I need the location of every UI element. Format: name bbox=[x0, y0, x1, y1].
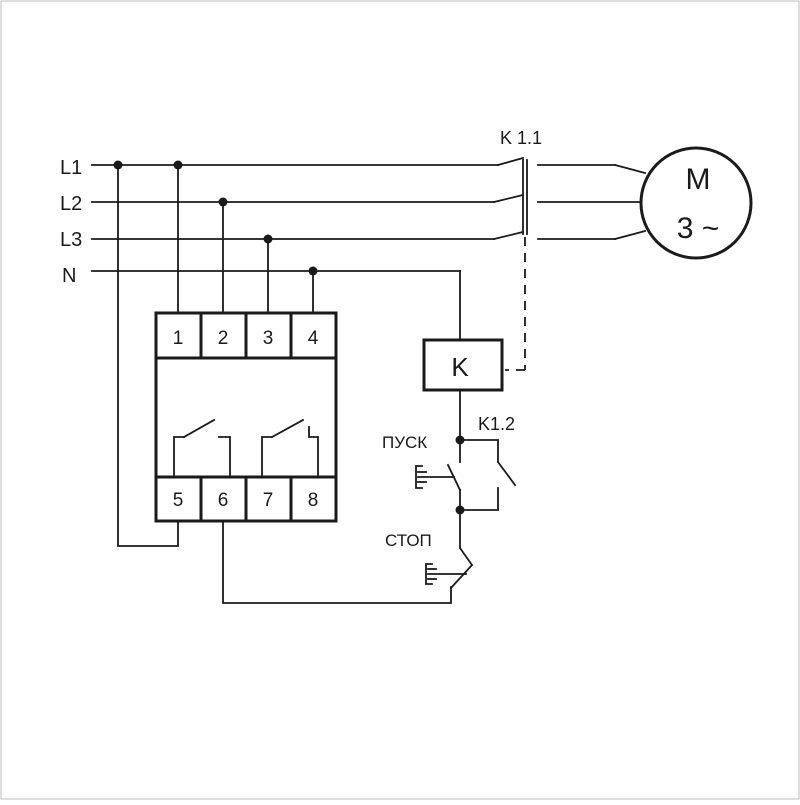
start-button-actuator bbox=[415, 465, 423, 489]
motor-circle bbox=[639, 146, 753, 260]
control-relay: 1 2 3 4 5 6 7 8 bbox=[154, 311, 338, 523]
motor: M 3 ~ bbox=[639, 146, 753, 260]
terminal-8-label: 8 bbox=[308, 490, 319, 511]
contactor-coil: K bbox=[422, 338, 504, 392]
wire-l1-to-terminal-5 bbox=[117, 164, 179, 547]
start-button-label: ПУСК bbox=[382, 433, 427, 452]
coil-box bbox=[422, 338, 504, 392]
line-label-l3: L3 bbox=[60, 229, 82, 251]
internal-contact-7-8 bbox=[261, 436, 273, 478]
stop-button-label: СТОП bbox=[385, 531, 432, 550]
terminal-7-label: 7 bbox=[263, 490, 274, 511]
line-label-l2: L2 bbox=[60, 193, 82, 215]
phase-wires bbox=[91, 164, 499, 341]
terminal-2-label: 2 bbox=[218, 328, 229, 349]
junction-dots bbox=[113, 160, 318, 276]
terminal-6-label: 6 bbox=[218, 490, 229, 511]
main-contacts bbox=[492, 156, 647, 371]
control-circuit bbox=[415, 389, 517, 590]
coil-label: K bbox=[451, 352, 469, 382]
aux-contact-label: K1.2 bbox=[478, 414, 515, 434]
internal-contact-5-6 bbox=[173, 436, 185, 478]
terminal-1-label: 1 bbox=[173, 328, 184, 349]
terminal-4-label: 4 bbox=[308, 328, 319, 349]
terminal-5-label: 5 bbox=[173, 490, 184, 511]
aux-contact-branch bbox=[459, 439, 499, 463]
terminal-drops bbox=[177, 164, 314, 314]
line-label-l1: L1 bbox=[60, 157, 82, 179]
stop-button-actuator bbox=[425, 563, 433, 585]
motor-label: M bbox=[686, 163, 711, 196]
main-contacts-label: K 1.1 bbox=[500, 128, 542, 148]
aux-contact bbox=[496, 460, 517, 487]
stop-button-contact bbox=[458, 546, 474, 567]
line-label-n: N bbox=[62, 265, 76, 287]
terminal-3-label: 3 bbox=[263, 328, 274, 349]
motor-phase-label: 3 ~ bbox=[677, 212, 720, 245]
wire-terminal-6-to-stop bbox=[222, 520, 452, 604]
